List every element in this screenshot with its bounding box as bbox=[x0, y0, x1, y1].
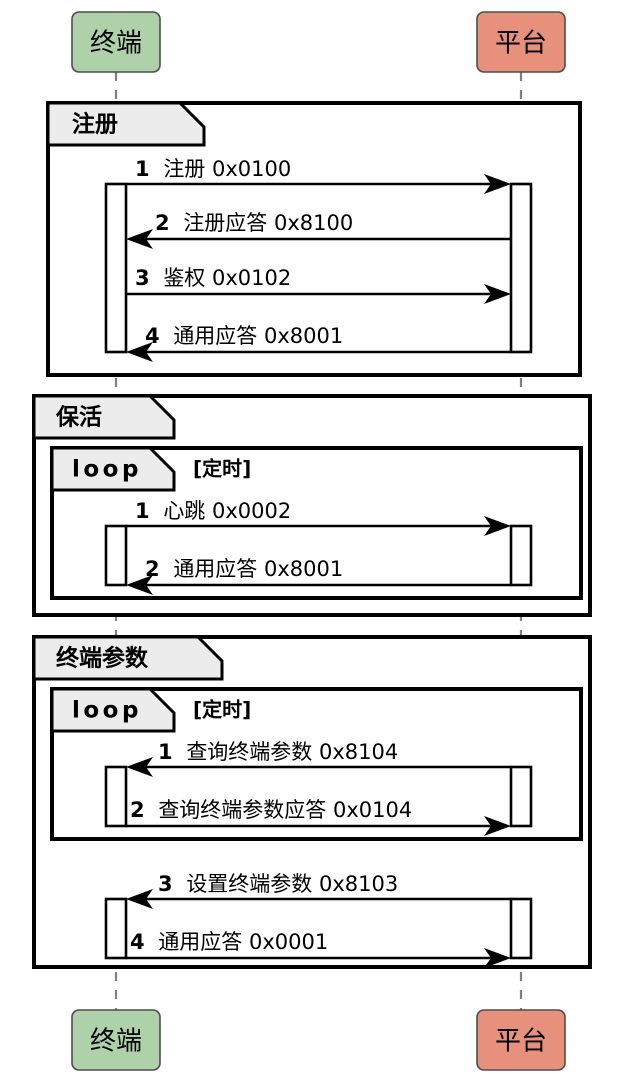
message-terminal-params-2-no: 2 bbox=[130, 798, 145, 822]
message-register-1[interactable]: 1 注册 0x0100 bbox=[126, 157, 511, 194]
loop-keepalive[interactable]: loop [定时] 1 心跳 0x0002 2 通用应答 0x8001 bbox=[50, 446, 583, 600]
message-keepalive-2-text: 通用应答 0x8001 bbox=[173, 557, 343, 581]
message-register-4-text: 通用应答 0x8001 bbox=[173, 324, 343, 348]
loop-keepalive-tab bbox=[50, 446, 176, 492]
message-terminal-params-4-no: 4 bbox=[130, 930, 145, 954]
message-keepalive-2-arrowhead bbox=[126, 575, 153, 595]
activation-terminal-query bbox=[104, 765, 128, 828]
message-terminal-params-4-arrowhead bbox=[484, 948, 511, 968]
message-keepalive-1-text: 心跳 0x0002 bbox=[163, 499, 291, 523]
message-terminal-params-2-label: 2 查询终端参数应答 0x0104 bbox=[130, 798, 412, 822]
message-register-4-no: 4 bbox=[145, 324, 160, 348]
participant-platform-top-box[interactable] bbox=[476, 11, 566, 73]
message-terminal-params-1-text: 查询终端参数 0x8104 bbox=[186, 740, 398, 764]
message-register-2-arrowhead bbox=[126, 229, 153, 249]
message-register-3[interactable]: 3 鉴权 0x0102 bbox=[126, 266, 511, 304]
message-register-1-arrowhead bbox=[484, 174, 511, 194]
fragment-register-tab bbox=[46, 101, 206, 147]
message-register-2-text: 注册应答 0x8100 bbox=[183, 211, 353, 235]
message-terminal-params-4[interactable]: 4 通用应答 0x0001 bbox=[126, 930, 511, 968]
activation-terminal-setparams bbox=[104, 897, 128, 960]
participant-platform-bottom-label: 平台 bbox=[495, 1027, 547, 1057]
activation-platform-register bbox=[509, 182, 533, 354]
message-register-4-label: 4 通用应答 0x8001 bbox=[145, 324, 343, 348]
message-terminal-params-2-arrowhead bbox=[484, 816, 511, 836]
message-register-3-label: 3 鉴权 0x0102 bbox=[135, 266, 291, 290]
participant-terminal-bottom-box[interactable] bbox=[71, 1009, 161, 1071]
fragment-keepalive-tab bbox=[32, 394, 176, 440]
message-keepalive-1[interactable]: 1 心跳 0x0002 bbox=[126, 499, 511, 536]
message-keepalive-1-label: 1 心跳 0x0002 bbox=[135, 499, 291, 523]
fragment-terminal-params[interactable]: 终端参数 loop [定时] 1 查询终端参数 0x8104 bbox=[32, 635, 592, 969]
message-terminal-params-3-text: 设置终端参数 0x8103 bbox=[186, 872, 398, 896]
message-keepalive-2[interactable]: 2 通用应答 0x8001 bbox=[126, 557, 511, 595]
participant-terminal-top-label: 终端 bbox=[90, 29, 142, 59]
activation-terminal-register bbox=[104, 182, 128, 354]
participant-terminal-top[interactable]: 终端 bbox=[71, 11, 161, 73]
message-register-1-label: 1 注册 0x0100 bbox=[135, 157, 291, 181]
loop-keepalive-tab-label: loop bbox=[72, 457, 142, 483]
participant-platform-bottom-box[interactable] bbox=[476, 1009, 566, 1071]
fragment-terminal-params-tab bbox=[32, 635, 224, 681]
message-terminal-params-3-arrowhead bbox=[126, 889, 153, 909]
loop-terminal-params-tab bbox=[50, 687, 176, 733]
fragment-register[interactable]: 注册 1 注册 0x0100 2 注册应答 0x8100 3 bbox=[46, 101, 582, 377]
loop-keepalive-guard: [定时] bbox=[193, 457, 251, 481]
message-terminal-params-4-text: 通用应答 0x0001 bbox=[158, 930, 328, 954]
message-terminal-params-2[interactable]: 2 查询终端参数应答 0x0104 bbox=[126, 798, 511, 836]
loop-terminal-params-guard: [定时] bbox=[193, 698, 251, 722]
message-terminal-params-2-text: 查询终端参数应答 0x0104 bbox=[158, 798, 412, 822]
message-keepalive-2-no: 2 bbox=[145, 557, 160, 581]
participant-platform-bottom[interactable]: 平台 bbox=[476, 1009, 566, 1071]
message-register-4[interactable]: 4 通用应答 0x8001 bbox=[126, 324, 511, 362]
message-register-3-text: 鉴权 0x0102 bbox=[163, 266, 291, 290]
participant-terminal-bottom-label: 终端 bbox=[90, 1027, 142, 1057]
fragment-register-tab-label: 注册 bbox=[72, 111, 118, 138]
fragment-keepalive-tab-label: 保活 bbox=[55, 404, 102, 431]
activation-terminal-keepalive bbox=[104, 524, 128, 587]
message-terminal-params-1-label: 1 查询终端参数 0x8104 bbox=[158, 740, 398, 764]
message-register-1-text: 注册 0x0100 bbox=[163, 157, 291, 181]
message-keepalive-1-no: 1 bbox=[135, 499, 150, 523]
loop-terminal-params-tab-label: loop bbox=[72, 698, 142, 724]
message-keepalive-1-arrowhead bbox=[484, 516, 511, 536]
message-terminal-params-3[interactable]: 3 设置终端参数 0x8103 bbox=[126, 872, 511, 909]
participant-platform-top-label: 平台 bbox=[495, 29, 547, 59]
message-terminal-params-4-label: 4 通用应答 0x0001 bbox=[130, 930, 328, 954]
loop-terminal-params[interactable]: loop [定时] 1 查询终端参数 0x8104 2 查询终端参数应答 0x0… bbox=[50, 687, 583, 841]
fragment-keepalive[interactable]: 保活 loop [定时] 1 心跳 0x0002 2 bbox=[32, 394, 592, 617]
message-register-3-arrowhead bbox=[484, 284, 511, 304]
participant-platform-top[interactable]: 平台 bbox=[476, 11, 566, 73]
message-register-3-no: 3 bbox=[135, 266, 150, 290]
participant-terminal-bottom[interactable]: 终端 bbox=[71, 1009, 161, 1071]
message-register-4-arrowhead bbox=[126, 342, 153, 362]
activation-platform-keepalive bbox=[509, 524, 533, 587]
message-terminal-params-1-arrowhead bbox=[126, 757, 153, 777]
activation-platform-setparams bbox=[509, 897, 533, 960]
message-terminal-params-3-no: 3 bbox=[158, 872, 173, 896]
message-register-2-no: 2 bbox=[155, 211, 170, 235]
activation-platform-query bbox=[509, 765, 533, 828]
message-terminal-params-1[interactable]: 1 查询终端参数 0x8104 bbox=[126, 740, 511, 777]
message-register-2-label: 2 注册应答 0x8100 bbox=[155, 211, 353, 235]
participant-terminal-top-box[interactable] bbox=[71, 11, 161, 73]
fragment-terminal-params-tab-label: 终端参数 bbox=[56, 645, 149, 672]
message-keepalive-2-label: 2 通用应答 0x8001 bbox=[145, 557, 343, 581]
message-register-1-no: 1 bbox=[135, 157, 150, 181]
message-terminal-params-1-no: 1 bbox=[158, 740, 173, 764]
message-terminal-params-3-label: 3 设置终端参数 0x8103 bbox=[158, 872, 398, 896]
message-register-2[interactable]: 2 注册应答 0x8100 bbox=[126, 211, 511, 249]
